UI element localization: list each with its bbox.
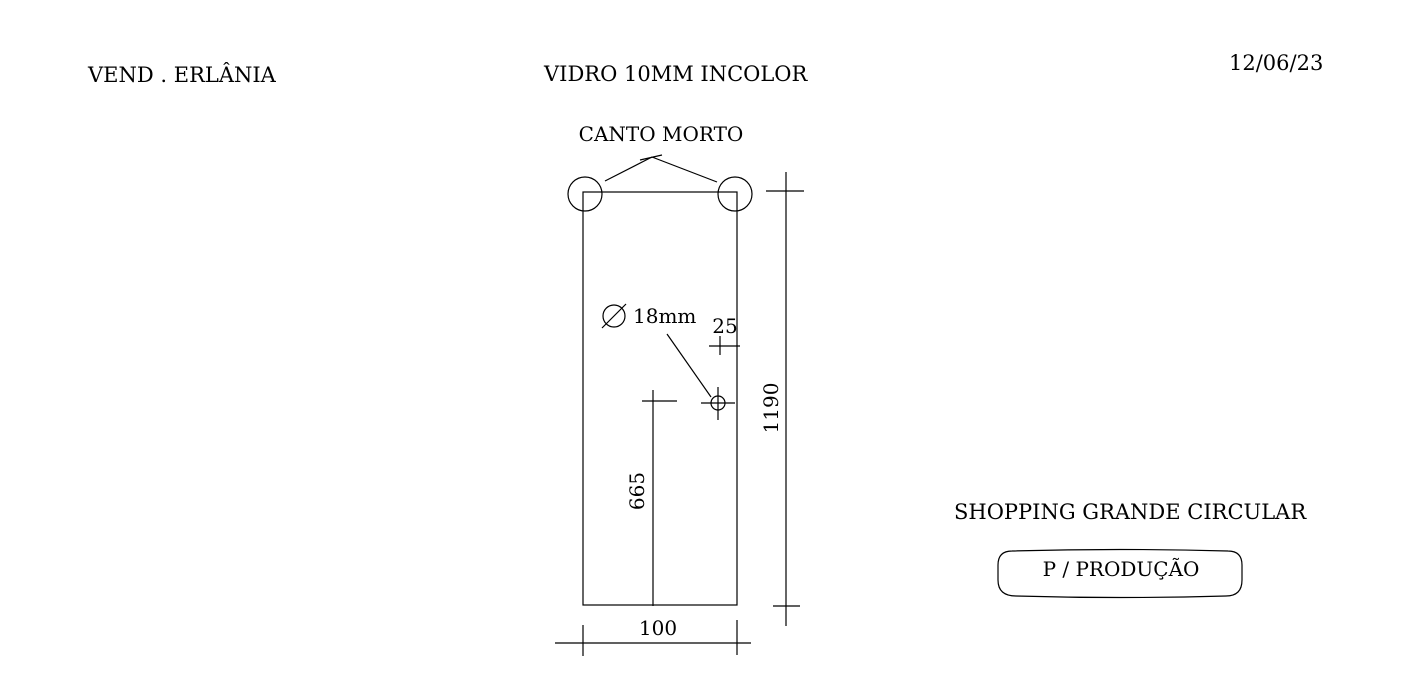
corner-leader-left — [604, 156, 653, 182]
production-stamp-box — [997, 548, 1243, 599]
client-label: SHOPPING GRANDE CIRCULAR — [954, 500, 1307, 524]
corner-leader-right — [651, 156, 718, 183]
diameter-symbol-circle — [602, 304, 626, 328]
corner-note: CANTO MORTO — [579, 122, 744, 146]
diameter-symbol-slash — [601, 303, 627, 329]
corner-circle-right — [717, 176, 753, 212]
production-stamp-text: P / PRODUÇÃO — [1043, 557, 1200, 581]
hole-diameter-text: 18mm — [633, 304, 696, 328]
glass-panel-outline — [582, 191, 738, 606]
offset-dimension-text: 25 — [712, 314, 737, 338]
width-dimension-text: 100 — [639, 616, 677, 640]
diameter-leader-line — [666, 333, 712, 398]
corner-circle-left — [567, 176, 603, 212]
height-dimension-text: 1190 — [759, 383, 783, 434]
hole-height-dimension-text: 665 — [625, 472, 649, 510]
material-title: VIDRO 10MM INCOLOR — [544, 62, 808, 86]
vendor-label: VEND . ERLÂNIA — [88, 63, 276, 87]
corner-leader-tick — [639, 154, 663, 161]
date-label: 12/06/23 — [1229, 51, 1324, 75]
